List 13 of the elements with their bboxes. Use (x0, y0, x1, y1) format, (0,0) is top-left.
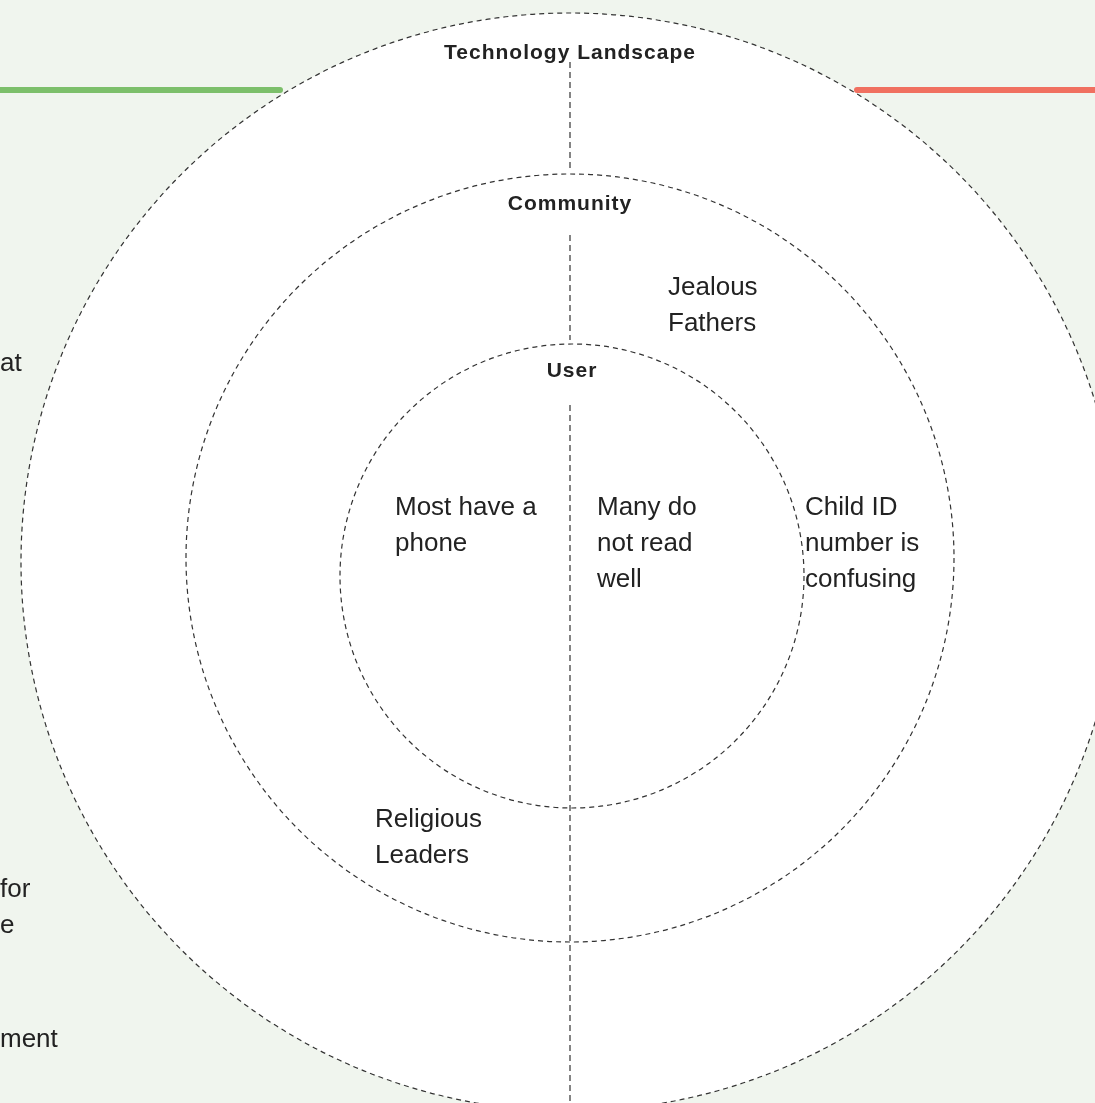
note-text: Many do not read well (597, 490, 698, 595)
note-text: at (0, 346, 23, 379)
note-text: ment (0, 1022, 59, 1055)
ring-title: User (546, 358, 598, 382)
ring-circle (339, 343, 805, 809)
ring-title: Technology Landscape (444, 40, 696, 64)
ring-title: Community (507, 191, 633, 215)
note-text: Jealous Fathers (668, 270, 759, 339)
note-text: for e (0, 872, 32, 941)
note-text: Most have a phone (395, 490, 538, 559)
note-text: Religious Leaders (375, 802, 483, 871)
ring-circle (185, 173, 955, 943)
note-text: Child ID number is confusing (805, 490, 921, 595)
